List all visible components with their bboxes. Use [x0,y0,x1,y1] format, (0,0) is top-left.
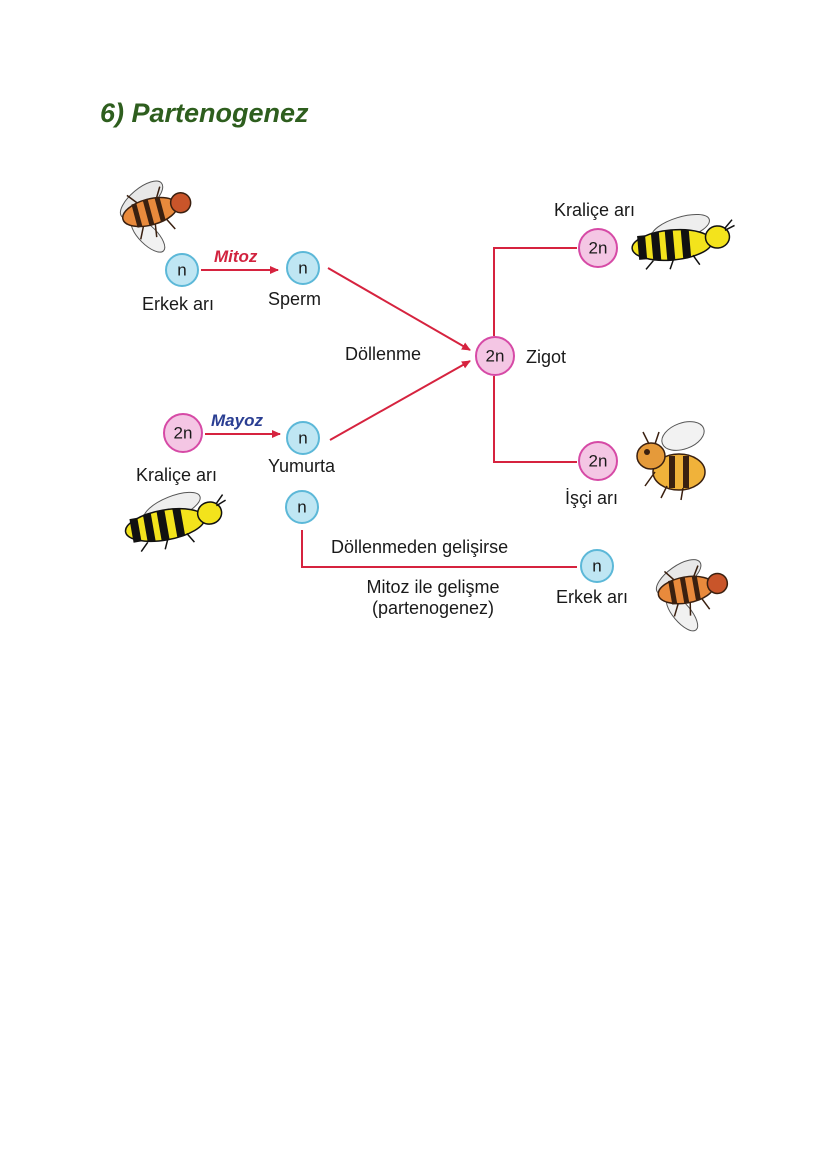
sperm-to-zygote-arrow [327,267,471,351]
page-title: 6) Partenogenez [100,98,309,128]
queen-bee-icon [628,205,739,274]
queen-bee-icon [119,480,233,557]
queen-bee-cell: 2n [163,413,203,453]
svg-text:2n: 2n [589,452,608,471]
zygote-to-queen-line [493,247,577,336]
egg-label: Yumurta [268,456,336,476]
unfertilized-egg-line [301,530,577,568]
male-offspring-label: Erkek arı [556,587,628,607]
zygote-cell: 2n [475,336,515,376]
unfertilized-label: Döllenmeden gelişirse [331,537,508,557]
worker-bee-icon [636,415,709,501]
svg-text:n: n [177,261,186,280]
drone-bee-icon [108,166,204,266]
queen-offspring-cell: 2n [578,228,618,268]
svg-text:n: n [298,429,307,448]
svg-text:2n: 2n [589,239,608,258]
svg-text:n: n [298,259,307,278]
mitoz-label: Mitoz [214,247,258,266]
fertilization-label: Döllenme [345,344,421,364]
male-offspring-cell: n [580,549,614,583]
sperm-cell: n [286,251,320,285]
queen-bee-label: Kraliçe arı [136,465,217,485]
egg-to-zygote-arrow [329,360,471,441]
svg-text:2n: 2n [174,424,193,443]
svg-text:n: n [297,498,306,517]
male-bee-cell: n [165,253,199,287]
svg-text:n: n [592,557,601,576]
egg-cell: n [286,421,320,455]
worker-offspring-cell: 2n [578,441,618,481]
mayoz-label: Mayoz [211,411,263,430]
queen-offspring-label: Kraliçe arı [554,200,635,220]
parthenogenesis-label-1: Mitoz ile gelişme [366,577,499,597]
svg-text:2n: 2n [486,347,505,366]
male-bee-label: Erkek arı [142,294,214,314]
unfertilized-egg-cell: n [285,490,319,524]
sperm-label: Sperm [268,289,321,309]
parthenogenesis-label-2: (partenogenez) [372,598,494,618]
drone-bee-icon [646,547,737,642]
zygote-to-worker-line [493,376,577,463]
zygote-label: Zigot [526,347,566,367]
worker-offspring-label: İşçi arı [565,488,618,508]
